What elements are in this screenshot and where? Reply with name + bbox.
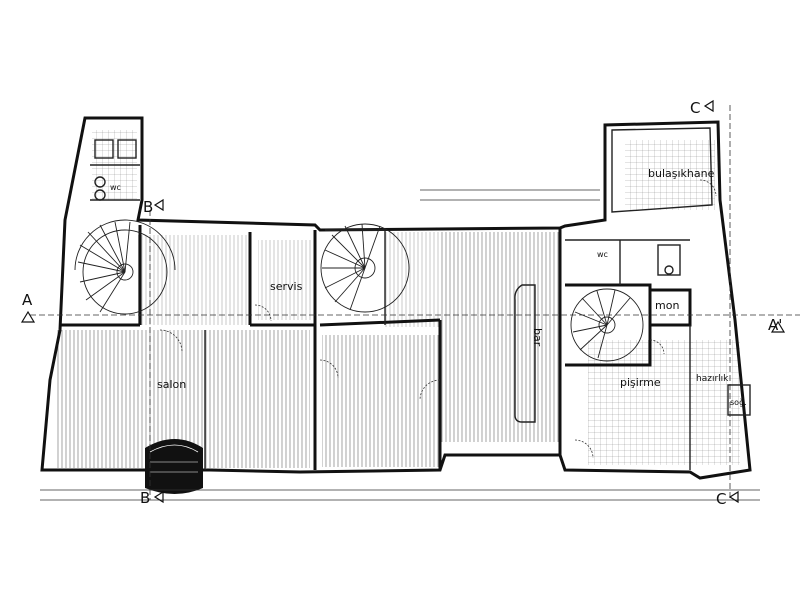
section-a-left: A (22, 291, 33, 309)
door-swings (159, 179, 717, 459)
floor-hatching (55, 130, 740, 468)
dimension-lines (30, 105, 800, 501)
section-markers: A A' B B C C (20, 99, 786, 508)
room-labels: salon servis bar bulaşıkhane wc wc mon p… (110, 167, 751, 416)
outer-walls (40, 116, 752, 480)
wc-fixtures-right (657, 244, 681, 276)
room-label-soguk: soğ. (730, 398, 747, 407)
bay-window (145, 439, 203, 494)
wc-fixtures-left (94, 139, 137, 201)
room-label-bulasikhane: bulaşıkhane (648, 167, 715, 180)
section-b-bottom: B (140, 489, 150, 507)
interior-walls (60, 164, 692, 470)
room-label-wc-right: wc (597, 250, 608, 259)
room-label-pisirme: pişirme (620, 376, 661, 389)
room-label-mon: mon (655, 299, 679, 312)
section-a-right: A' (768, 316, 782, 334)
spiral-stair-left (74, 219, 176, 315)
section-b-top: B (143, 198, 153, 216)
bar-counter (514, 284, 536, 423)
section-c-top: C (690, 99, 700, 117)
room-label-bar: bar (531, 328, 544, 347)
room-label-hazirlik: hazırlık (696, 374, 729, 384)
room-label-servis: servis (270, 280, 303, 293)
room-label-wc-left: wc (110, 183, 121, 192)
section-c-bottom: C (716, 490, 726, 508)
spiral-stair-right (570, 288, 644, 362)
room-label-salon: salon (157, 378, 186, 391)
spiral-stair-center (320, 223, 410, 313)
